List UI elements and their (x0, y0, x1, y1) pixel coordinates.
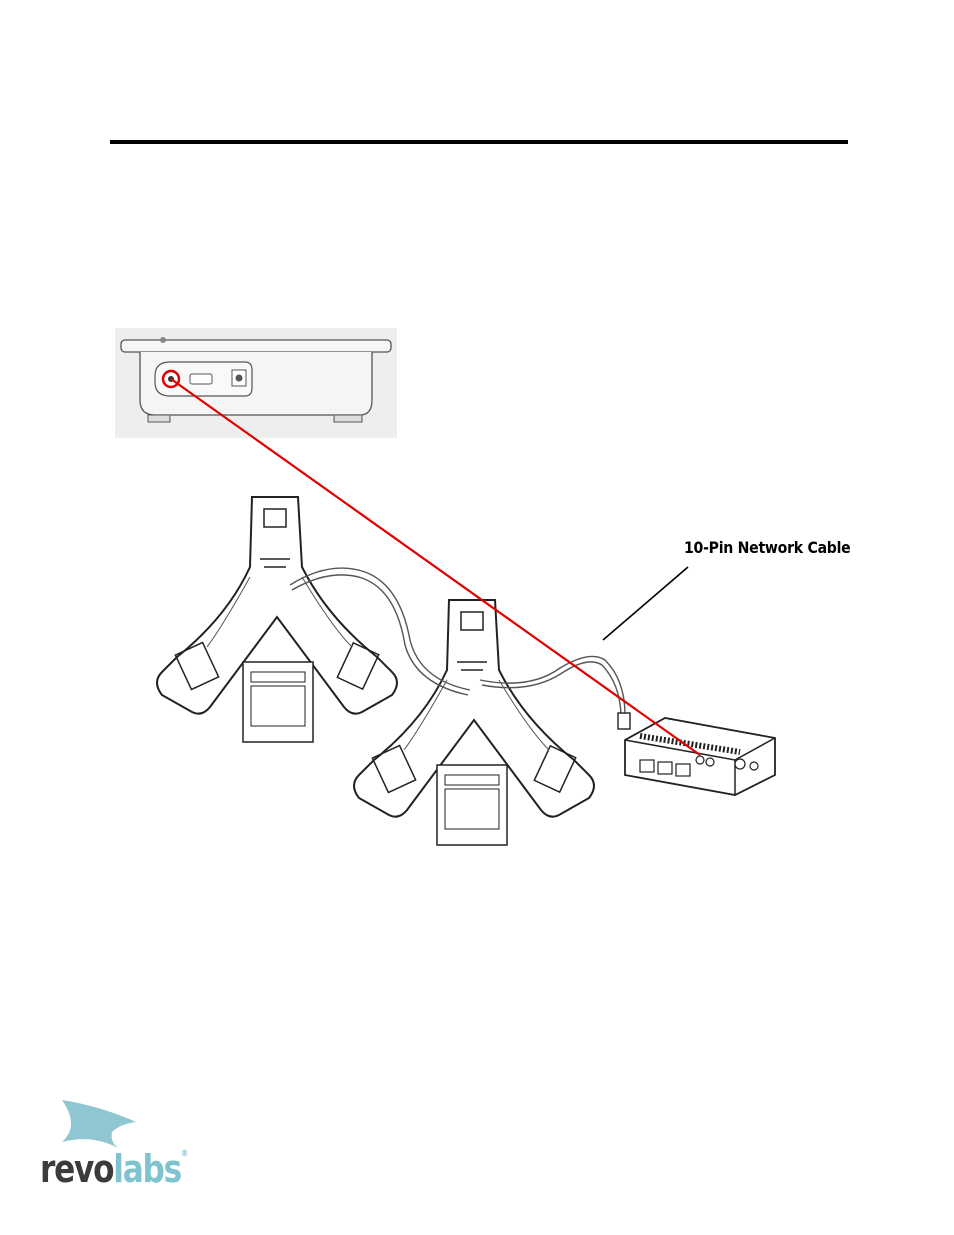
phone-unit-1 (157, 497, 397, 742)
network-interface-box (625, 718, 775, 795)
rear-panel-inset (115, 328, 397, 438)
logo-part-labs: labs (113, 1147, 181, 1191)
logo-part-revo: revo (40, 1147, 113, 1191)
revolabs-logo-text: revolabs® (40, 1150, 187, 1188)
cable-callout-leader (603, 567, 688, 640)
logo-registered-mark: ® (181, 1149, 187, 1159)
cable-label: 10-Pin Network Cable (684, 538, 850, 557)
phone-unit-2 (354, 600, 594, 845)
